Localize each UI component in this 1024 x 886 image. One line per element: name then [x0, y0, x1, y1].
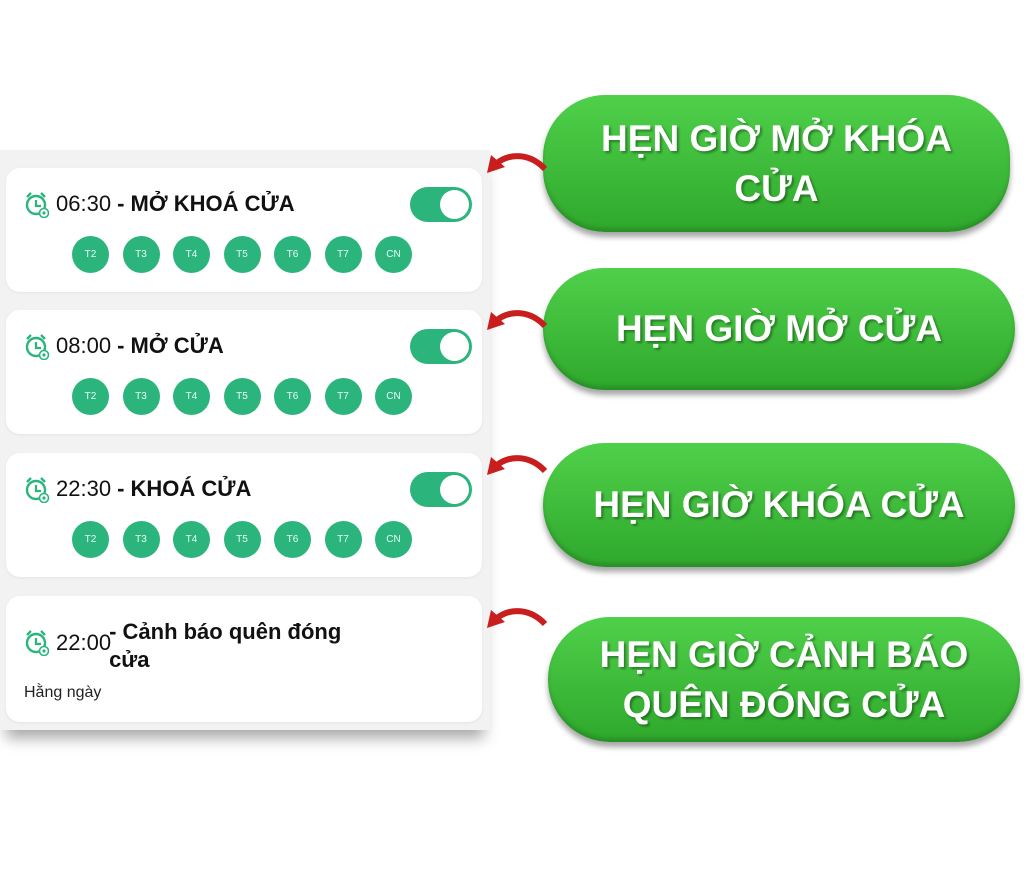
day-chip[interactable]: CN	[375, 236, 412, 273]
red-arrow-icon	[487, 608, 548, 628]
schedule-repeat: Hằng ngày	[24, 684, 102, 701]
day-chip[interactable]: T5	[223, 378, 261, 415]
day-chip[interactable]: T3	[122, 521, 160, 558]
alarm-clock-icon	[25, 334, 50, 360]
callout-lock: HẸN GIỜ KHÓA CỬA	[543, 443, 1015, 567]
day-chip[interactable]: T6	[274, 521, 311, 558]
day-chip[interactable]: T5	[223, 521, 261, 558]
day-chip[interactable]: T7	[324, 521, 362, 558]
day-chip[interactable]: T5	[223, 236, 261, 273]
alarm-clock-icon	[25, 630, 50, 657]
day-chip[interactable]: CN	[375, 378, 412, 415]
day-chip[interactable]: T6	[274, 378, 311, 415]
schedule-card[interactable]: 06:30- MỞ KHOÁ CỬA T2 T3 T4 T5 T6 T7 CN	[6, 168, 482, 292]
schedule-toggle[interactable]	[410, 329, 472, 364]
schedule-toggle[interactable]	[410, 472, 472, 507]
day-chip[interactable]: T4	[173, 378, 210, 415]
day-chip[interactable]: T7	[324, 236, 362, 273]
schedule-title: - Cảnh báo quên đóng cửa	[109, 619, 342, 672]
schedule-card[interactable]: 08:00- MỞ CỬA T2 T3 T4 T5 T6 T7 CN	[6, 310, 482, 434]
day-chip[interactable]: T3	[122, 378, 160, 415]
alarm-clock-icon	[25, 477, 50, 503]
schedule-title: - MỞ KHOÁ CỬA	[117, 191, 295, 216]
day-chip[interactable]: CN	[375, 521, 412, 558]
schedule-title: - KHOÁ CỬA	[117, 476, 252, 501]
callout-unlock: HẸN GIỜ MỞ KHÓA CỬA	[543, 95, 1010, 232]
day-chip[interactable]: T2	[72, 236, 109, 273]
schedule-title: - MỞ CỬA	[117, 333, 224, 358]
schedule-toggle[interactable]	[410, 187, 472, 222]
day-chip[interactable]: T6	[274, 236, 311, 273]
callout-open: HẸN GIỜ MỞ CỬA	[543, 268, 1015, 390]
day-chip[interactable]: T4	[173, 236, 210, 273]
day-chip[interactable]: T2	[72, 378, 109, 415]
red-arrow-icon	[487, 455, 548, 475]
alarm-clock-icon	[25, 192, 50, 218]
schedule-card[interactable]: 22:30- KHOÁ CỬA T2 T3 T4 T5 T6 T7 CN	[6, 453, 482, 577]
red-arrow-icon	[487, 153, 548, 173]
day-chip[interactable]: T2	[72, 521, 109, 558]
day-chip[interactable]: T4	[173, 521, 210, 558]
red-arrow-icon	[487, 310, 548, 330]
schedule-card[interactable]: 22:00- Cảnh báo quên đóng cửa Hằng ngày	[6, 596, 482, 722]
day-chip[interactable]: T3	[122, 236, 160, 273]
schedule-time: 22:00	[56, 630, 112, 655]
schedule-time: 06:30	[56, 191, 112, 216]
schedule-time: 22:30	[56, 476, 112, 501]
schedule-time: 08:00	[56, 333, 112, 358]
day-chip[interactable]: T7	[324, 378, 362, 415]
callout-warning: HẸN GIỜ CẢNH BÁO QUÊN ĐÓNG CỬA	[548, 617, 1020, 742]
